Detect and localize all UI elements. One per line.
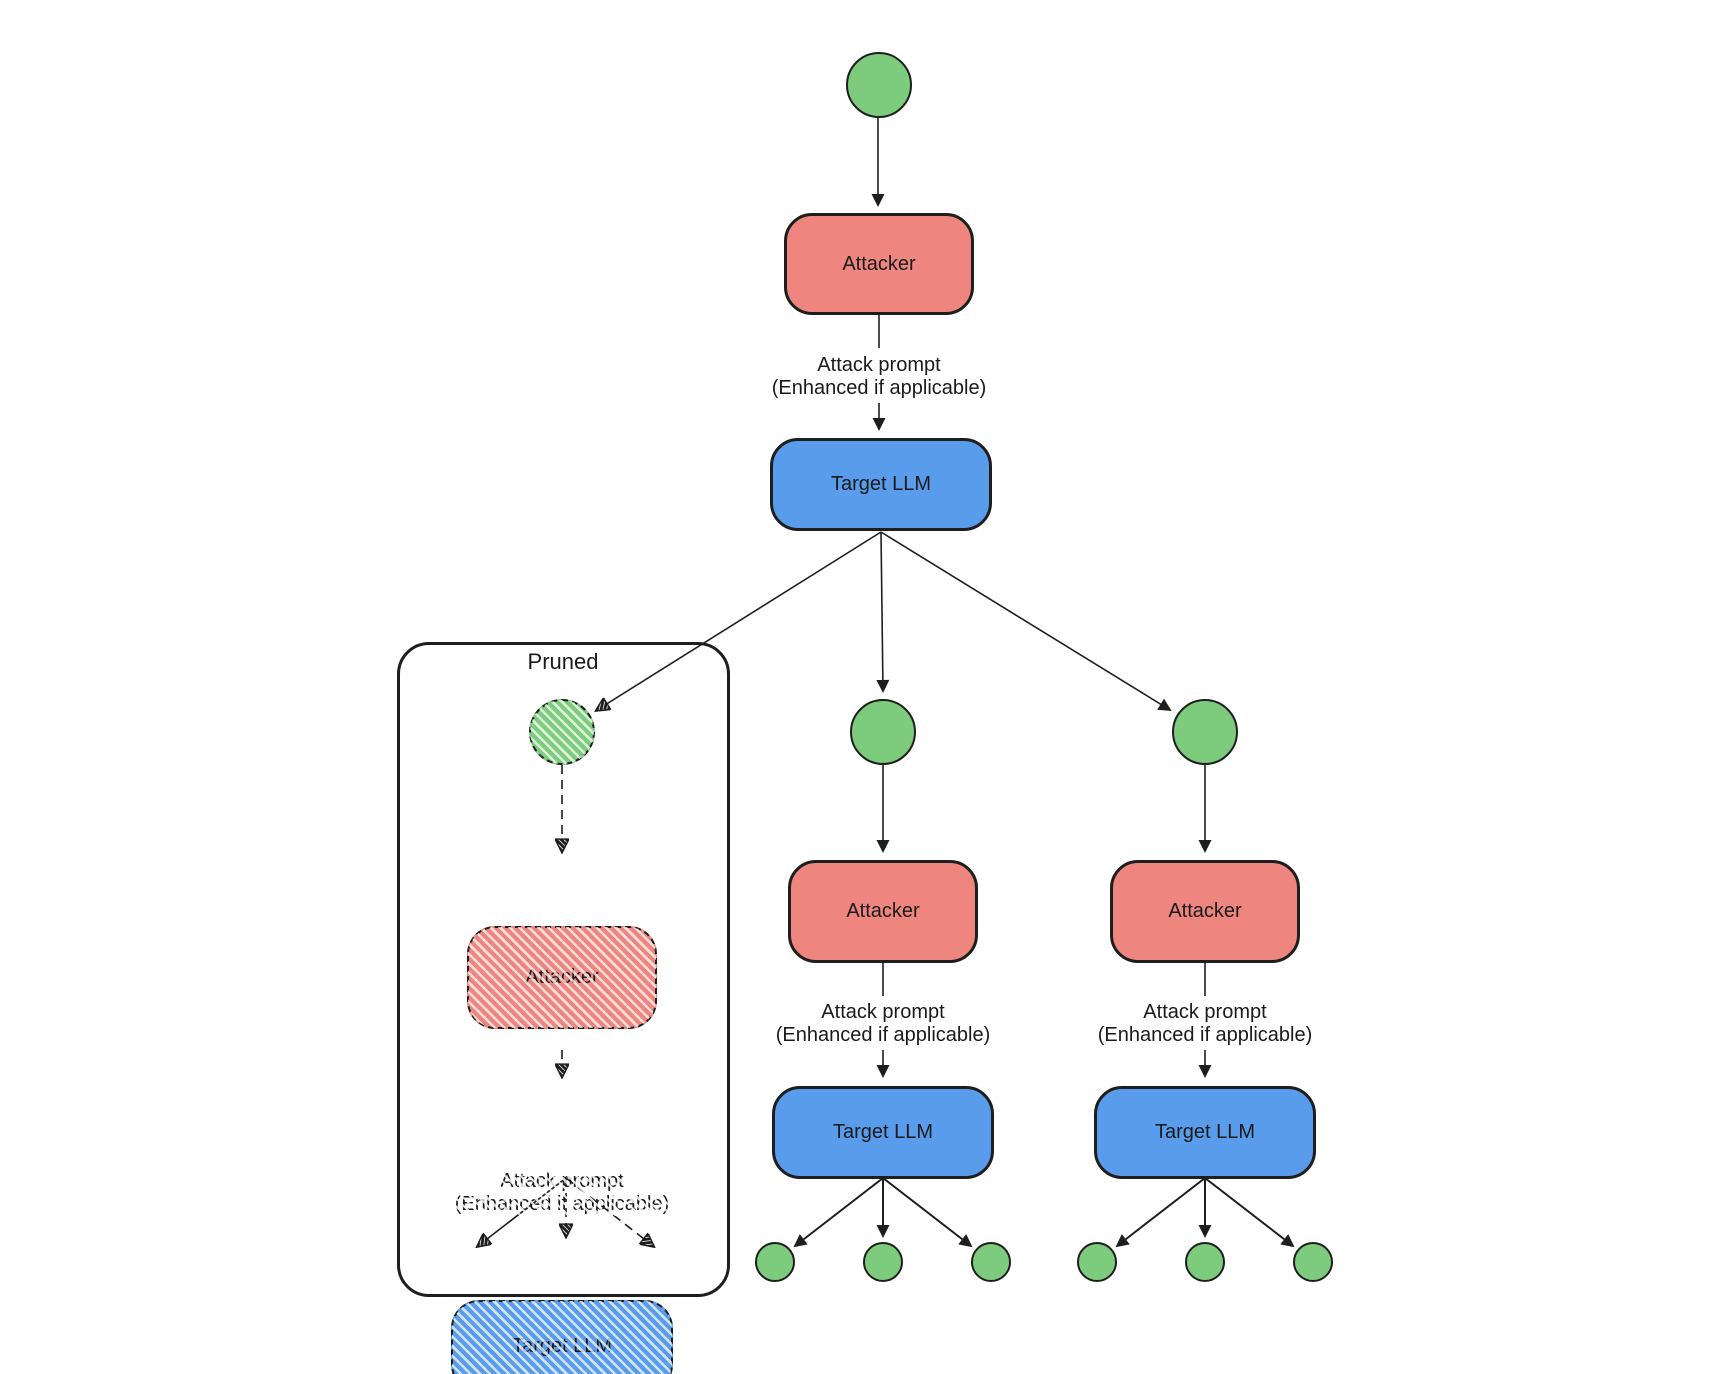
pruned-attacker-label: Attacker (525, 966, 599, 988)
pruned-branch-node-circle (529, 699, 595, 765)
pruned-edge-label-line2: (Enhanced if applicable) (454, 1193, 670, 1215)
root-node-circle (846, 52, 912, 118)
middle-target-llm-box: Target LLM (772, 1086, 994, 1179)
right-target-llm-label: Target LLM (1154, 1121, 1256, 1143)
root-edge-label: Attack prompt (Enhanced if applicable) (729, 354, 1029, 400)
root-target-llm-box: Target LLM (770, 438, 992, 531)
pruned-edge-label-line1: Attack prompt (500, 1170, 624, 1192)
right-leaf-circle (1185, 1242, 1225, 1282)
pruned-target-llm-box: Target LLM (451, 1300, 673, 1374)
middle-edge-label: Attack prompt (Enhanced if applicable) (733, 1001, 1033, 1047)
edge-right-target-to-leaf-3 (1204, 1177, 1295, 1248)
middle-attacker-box: Attacker (788, 860, 978, 963)
root-attacker-box: Attacker (784, 213, 974, 315)
middle-target-llm-label: Target LLM (832, 1121, 934, 1143)
edge-middle-target-to-leaf-3 (882, 1177, 973, 1248)
edge-right-target-to-leaf-1 (1115, 1177, 1206, 1248)
root-target-llm-label: Target LLM (830, 473, 932, 495)
middle-edge-label-line2: (Enhanced if applicable) (775, 1024, 991, 1046)
right-branch-node-circle (1172, 699, 1238, 765)
root-edge-label-line1: Attack prompt (817, 354, 941, 376)
root-attacker-label: Attacker (842, 252, 916, 275)
pruned-group-label: Pruned (527, 649, 599, 674)
right-attacker-label: Attacker (1168, 900, 1242, 922)
right-edge-label: Attack prompt (Enhanced if applicable) (1055, 1001, 1355, 1047)
middle-branch-node-circle (850, 699, 916, 765)
right-edge-label-line1: Attack prompt (1143, 1001, 1267, 1023)
edge-target-to-right-branch (880, 531, 1172, 712)
right-target-llm-box: Target LLM (1094, 1086, 1316, 1179)
pruned-attacker-box: Attacker (467, 926, 657, 1029)
middle-attacker-label: Attacker (846, 900, 920, 922)
middle-leaf-circle (971, 1242, 1011, 1282)
edge-middle-target-to-leaf-1 (793, 1177, 884, 1248)
right-leaf-circle (1077, 1242, 1117, 1282)
root-edge-label-line2: (Enhanced if applicable) (771, 377, 987, 399)
middle-edge-label-line1: Attack prompt (821, 1001, 945, 1023)
middle-leaf-circle (863, 1242, 903, 1282)
right-leaf-circle (1293, 1242, 1333, 1282)
pruned-edge-label: Attack prompt (Enhanced if applicable) (412, 1170, 712, 1216)
pruned-target-llm-label: Target LLM (511, 1335, 613, 1357)
edge-target-to-middle-branch (876, 531, 890, 693)
right-attacker-box: Attacker (1110, 860, 1300, 963)
middle-leaf-circle (755, 1242, 795, 1282)
right-edge-label-line2: (Enhanced if applicable) (1097, 1024, 1313, 1046)
